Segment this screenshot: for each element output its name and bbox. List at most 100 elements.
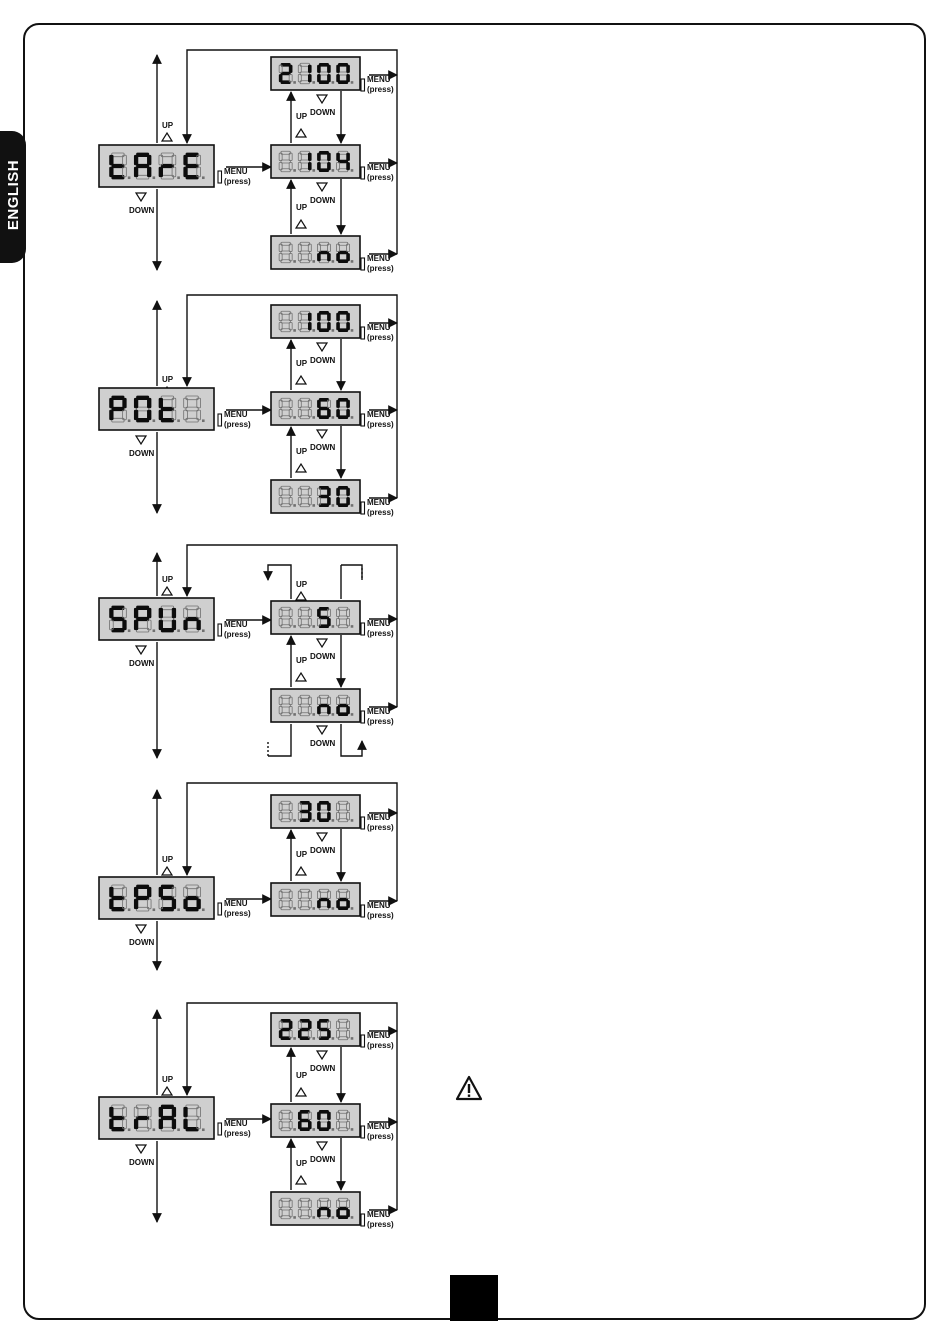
menu-button-icon: [360, 1125, 366, 1139]
down-label: DOWN: [129, 206, 155, 215]
menu-button-icon: [217, 1122, 223, 1136]
up-label: UP: [162, 375, 174, 384]
return-loop-arrow: [182, 1002, 398, 1210]
menu-label: MENU: [367, 498, 391, 507]
up-triangle-icon: [294, 590, 308, 601]
down-label: DOWN: [310, 108, 336, 117]
value-display: [270, 882, 361, 917]
menu-button-icon: [360, 904, 366, 918]
return-loop-arrow: [182, 49, 398, 254]
parameter-display: [98, 387, 215, 431]
menu-label: MENU: [224, 410, 248, 419]
down-label: DOWN: [310, 1064, 336, 1073]
down-label: DOWN: [310, 846, 336, 855]
down-triangle-icon: [315, 429, 329, 440]
menu-label: MENU: [367, 163, 391, 172]
press-label: (press): [367, 420, 394, 429]
press-label: (press): [367, 264, 394, 273]
up-label: UP: [296, 1159, 308, 1168]
return-loop-arrow: [182, 544, 398, 707]
wrap-arrow: [340, 724, 367, 757]
menu-label: MENU: [224, 620, 248, 629]
menu-button-icon: [217, 902, 223, 916]
press-label: (press): [367, 911, 394, 920]
down-triangle-icon: [315, 725, 329, 736]
press-label: (press): [224, 630, 251, 639]
menu-label: MENU: [367, 901, 391, 910]
up-triangle-icon: [160, 1085, 174, 1096]
down-triangle-icon: [315, 1050, 329, 1061]
wrap-line: [341, 564, 363, 580]
up-triangle-icon: [294, 127, 308, 138]
menu-label: MENU: [224, 167, 248, 176]
value-display: [270, 1012, 361, 1047]
up-label: UP: [162, 855, 174, 864]
menu-button-icon: [360, 413, 366, 427]
down-triangle-icon: [134, 192, 148, 203]
value-display: [270, 56, 361, 91]
up-triangle-icon: [160, 131, 174, 142]
warning-triangle-icon: [455, 1075, 483, 1101]
value-display: [270, 144, 361, 179]
up-label: UP: [162, 1075, 174, 1084]
down-label: DOWN: [310, 652, 336, 661]
menu-label: MENU: [367, 254, 391, 263]
menu-button-icon: [217, 413, 223, 427]
up-triangle-icon: [160, 585, 174, 596]
press-label: (press): [367, 1220, 394, 1229]
parameter-display: [98, 597, 215, 641]
value-display: [270, 794, 361, 829]
return-loop-arrow: [182, 294, 398, 498]
down-triangle-icon: [315, 94, 329, 105]
up-triangle-icon: [294, 865, 308, 876]
down-label: DOWN: [129, 1158, 155, 1167]
menu-button-icon: [360, 501, 366, 515]
down-triangle-icon: [315, 638, 329, 649]
menu-label: MENU: [224, 1119, 248, 1128]
return-loop-arrow: [182, 782, 398, 901]
up-triangle-icon: [294, 374, 308, 385]
value-display: [270, 391, 361, 426]
up-triangle-icon: [294, 218, 308, 229]
menu-label: MENU: [367, 75, 391, 84]
down-label: DOWN: [310, 739, 336, 748]
press-label: (press): [224, 1129, 251, 1138]
value-display: [270, 1103, 361, 1138]
menu-label: MENU: [367, 813, 391, 822]
value-display: [270, 235, 361, 270]
press-label: (press): [367, 1041, 394, 1050]
menu-button-icon: [360, 1213, 366, 1227]
press-label: (press): [224, 420, 251, 429]
press-label: (press): [224, 177, 251, 186]
up-label: UP: [296, 112, 308, 121]
down-label: DOWN: [310, 196, 336, 205]
menu-button-icon: [360, 1034, 366, 1048]
down-triangle-icon: [315, 832, 329, 843]
press-label: (press): [224, 909, 251, 918]
down-triangle-icon: [315, 342, 329, 353]
press-label: (press): [367, 508, 394, 517]
parameter-display: [98, 876, 215, 920]
up-label: UP: [296, 1071, 308, 1080]
down-triangle-icon: [134, 1144, 148, 1155]
menu-button-icon: [360, 166, 366, 180]
menu-button-icon: [360, 257, 366, 271]
up-label: UP: [296, 359, 308, 368]
value-display: [270, 600, 361, 635]
up-label: UP: [162, 121, 174, 130]
menu-label: MENU: [367, 1122, 391, 1131]
menu-button-icon: [360, 816, 366, 830]
down-label: DOWN: [310, 1155, 336, 1164]
down-triangle-icon: [315, 182, 329, 193]
up-triangle-icon: [160, 865, 174, 876]
menu-label: MENU: [224, 899, 248, 908]
value-display: [270, 1191, 361, 1226]
menu-button-icon: [360, 326, 366, 340]
down-label: DOWN: [129, 659, 155, 668]
up-label: UP: [162, 575, 174, 584]
down-label: DOWN: [310, 356, 336, 365]
parameter-display: [98, 144, 215, 188]
up-label: UP: [296, 203, 308, 212]
press-label: (press): [367, 1132, 394, 1141]
